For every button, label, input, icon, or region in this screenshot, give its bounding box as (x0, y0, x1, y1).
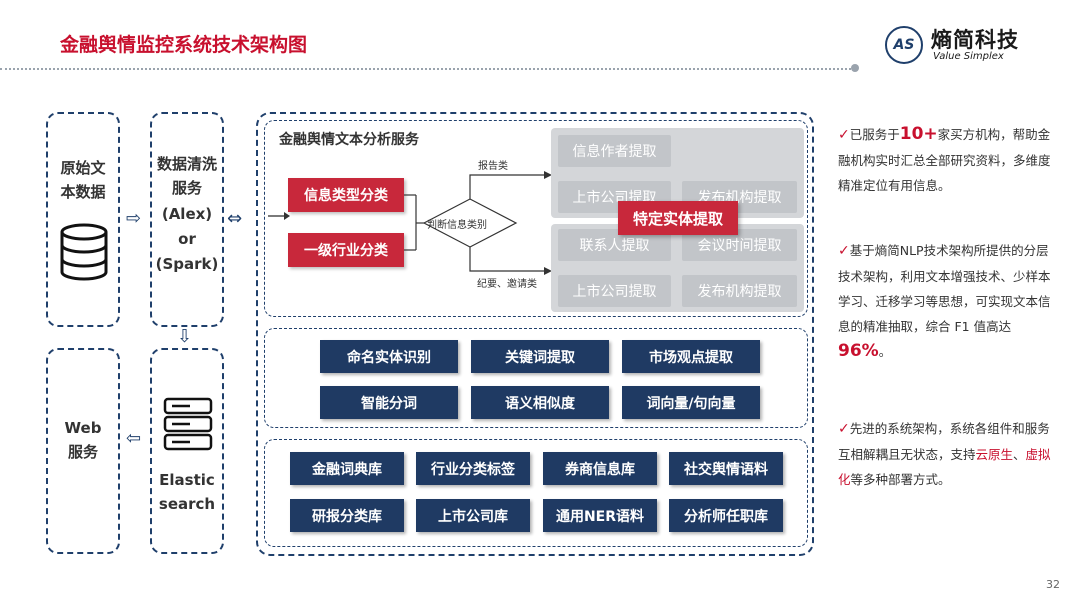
note-1: ✓已服务于10+家买方机构，帮助金融机构实时汇总全部研究资料，多维度精准定位有用… (838, 124, 1051, 193)
specific-entity-extract-button[interactable]: 特定实体提取 (618, 201, 738, 235)
raw-data-label: 原始文本数据 (60, 159, 106, 201)
report-class-button[interactable]: 研报分类库 (290, 499, 404, 532)
cleaning-label-3: or (178, 230, 196, 248)
keyword-extract-button[interactable]: 关键词提取 (471, 340, 609, 373)
header-divider (0, 68, 855, 70)
arrow-both-icon: ⇔ (227, 208, 243, 229)
logo-name: 熵简科技 (931, 28, 1019, 52)
server-icon (163, 397, 213, 451)
ner-corpus-button[interactable]: 通用NER语料 (543, 499, 657, 532)
nlp-panel (264, 328, 808, 428)
listed-company-lib-button[interactable]: 上市公司库 (416, 499, 530, 532)
knowledge-base-panel (264, 439, 808, 547)
check-icon: ✓ (838, 421, 850, 437)
entry-arrow-icon (268, 212, 290, 220)
listed-company-extract-button-2[interactable]: 上市公司提取 (558, 275, 671, 307)
author-extract-button[interactable]: 信息作者提取 (558, 135, 671, 167)
cleaning-label-2: (Alex) (161, 205, 213, 223)
elastic-label-1: Elastic (159, 471, 215, 489)
publisher-extract-button-2[interactable]: 发布机构提取 (682, 275, 797, 307)
page-title: 金融舆情监控系统技术架构图 (60, 34, 308, 56)
branch-report-label: 报告类 (478, 161, 508, 172)
note-2: ✓基于熵简NLP技术架构所提供的分层技术架构，利用文本增强技术、少样本学习、迁移… (838, 243, 1051, 361)
text-analysis-title: 金融舆情文本分析服务 (279, 132, 419, 148)
industry-classify-button[interactable]: 一级行业分类 (288, 233, 404, 267)
word-segment-button[interactable]: 智能分词 (320, 386, 458, 419)
decision-connectors (404, 171, 552, 275)
web-service-box: Web服务 (46, 348, 120, 554)
check-icon: ✓ (838, 127, 850, 143)
cleaning-label-1: 数据清洗服务 (156, 155, 217, 197)
social-corpus-button[interactable]: 社交舆情语料 (669, 452, 783, 485)
broker-info-button[interactable]: 券商信息库 (543, 452, 657, 485)
decision-label: 判断信息类别 (427, 220, 487, 231)
arrow-down-icon: ⇩ (177, 326, 193, 347)
text-analysis-panel: 金融舆情文本分析服务 (264, 120, 808, 317)
raw-data-box: 原始文本数据 (46, 112, 120, 327)
semantic-similarity-button[interactable]: 语义相似度 (471, 386, 609, 419)
check-icon: ✓ (838, 243, 850, 259)
ner-button[interactable]: 命名实体识别 (320, 340, 458, 373)
logo-english-name: Value Simplex (933, 51, 1004, 62)
analyst-lib-button[interactable]: 分析师任职库 (669, 499, 783, 532)
info-type-classify-button[interactable]: 信息类型分类 (288, 178, 404, 212)
elasticsearch-box: Elastic search (150, 348, 224, 554)
system-outer-box (256, 112, 814, 556)
header-divider-dot (851, 64, 859, 72)
logo-mark-icon: AS (885, 26, 923, 64)
database-icon (60, 223, 108, 281)
contact-extract-button[interactable]: 联系人提取 (558, 229, 671, 261)
finance-dict-button[interactable]: 金融词典库 (290, 452, 404, 485)
note-3: ✓先进的系统架构，系统各组件和服务互相解耦且无状态，支持云原生、虚拟化等多种部署… (838, 421, 1051, 487)
page-number: 32 (1046, 578, 1060, 591)
word-vector-button[interactable]: 词向量/句向量 (622, 386, 760, 419)
arrow-right-icon: ⇨ (126, 208, 142, 229)
industry-tag-button[interactable]: 行业分类标签 (416, 452, 530, 485)
web-service-label: Web服务 (64, 419, 102, 461)
cleaning-label-4: (Spark) (155, 255, 219, 273)
company-logo: AS 熵简科技 Value Simplex (885, 24, 1075, 68)
market-view-extract-button[interactable]: 市场观点提取 (622, 340, 760, 373)
arrow-left-icon: ⇦ (126, 428, 142, 449)
elastic-label-2: search (158, 495, 216, 513)
data-cleaning-box: 数据清洗服务 (Alex) or (Spark) (150, 112, 224, 327)
branch-meeting-label: 纪要、邀请类 (477, 279, 537, 290)
